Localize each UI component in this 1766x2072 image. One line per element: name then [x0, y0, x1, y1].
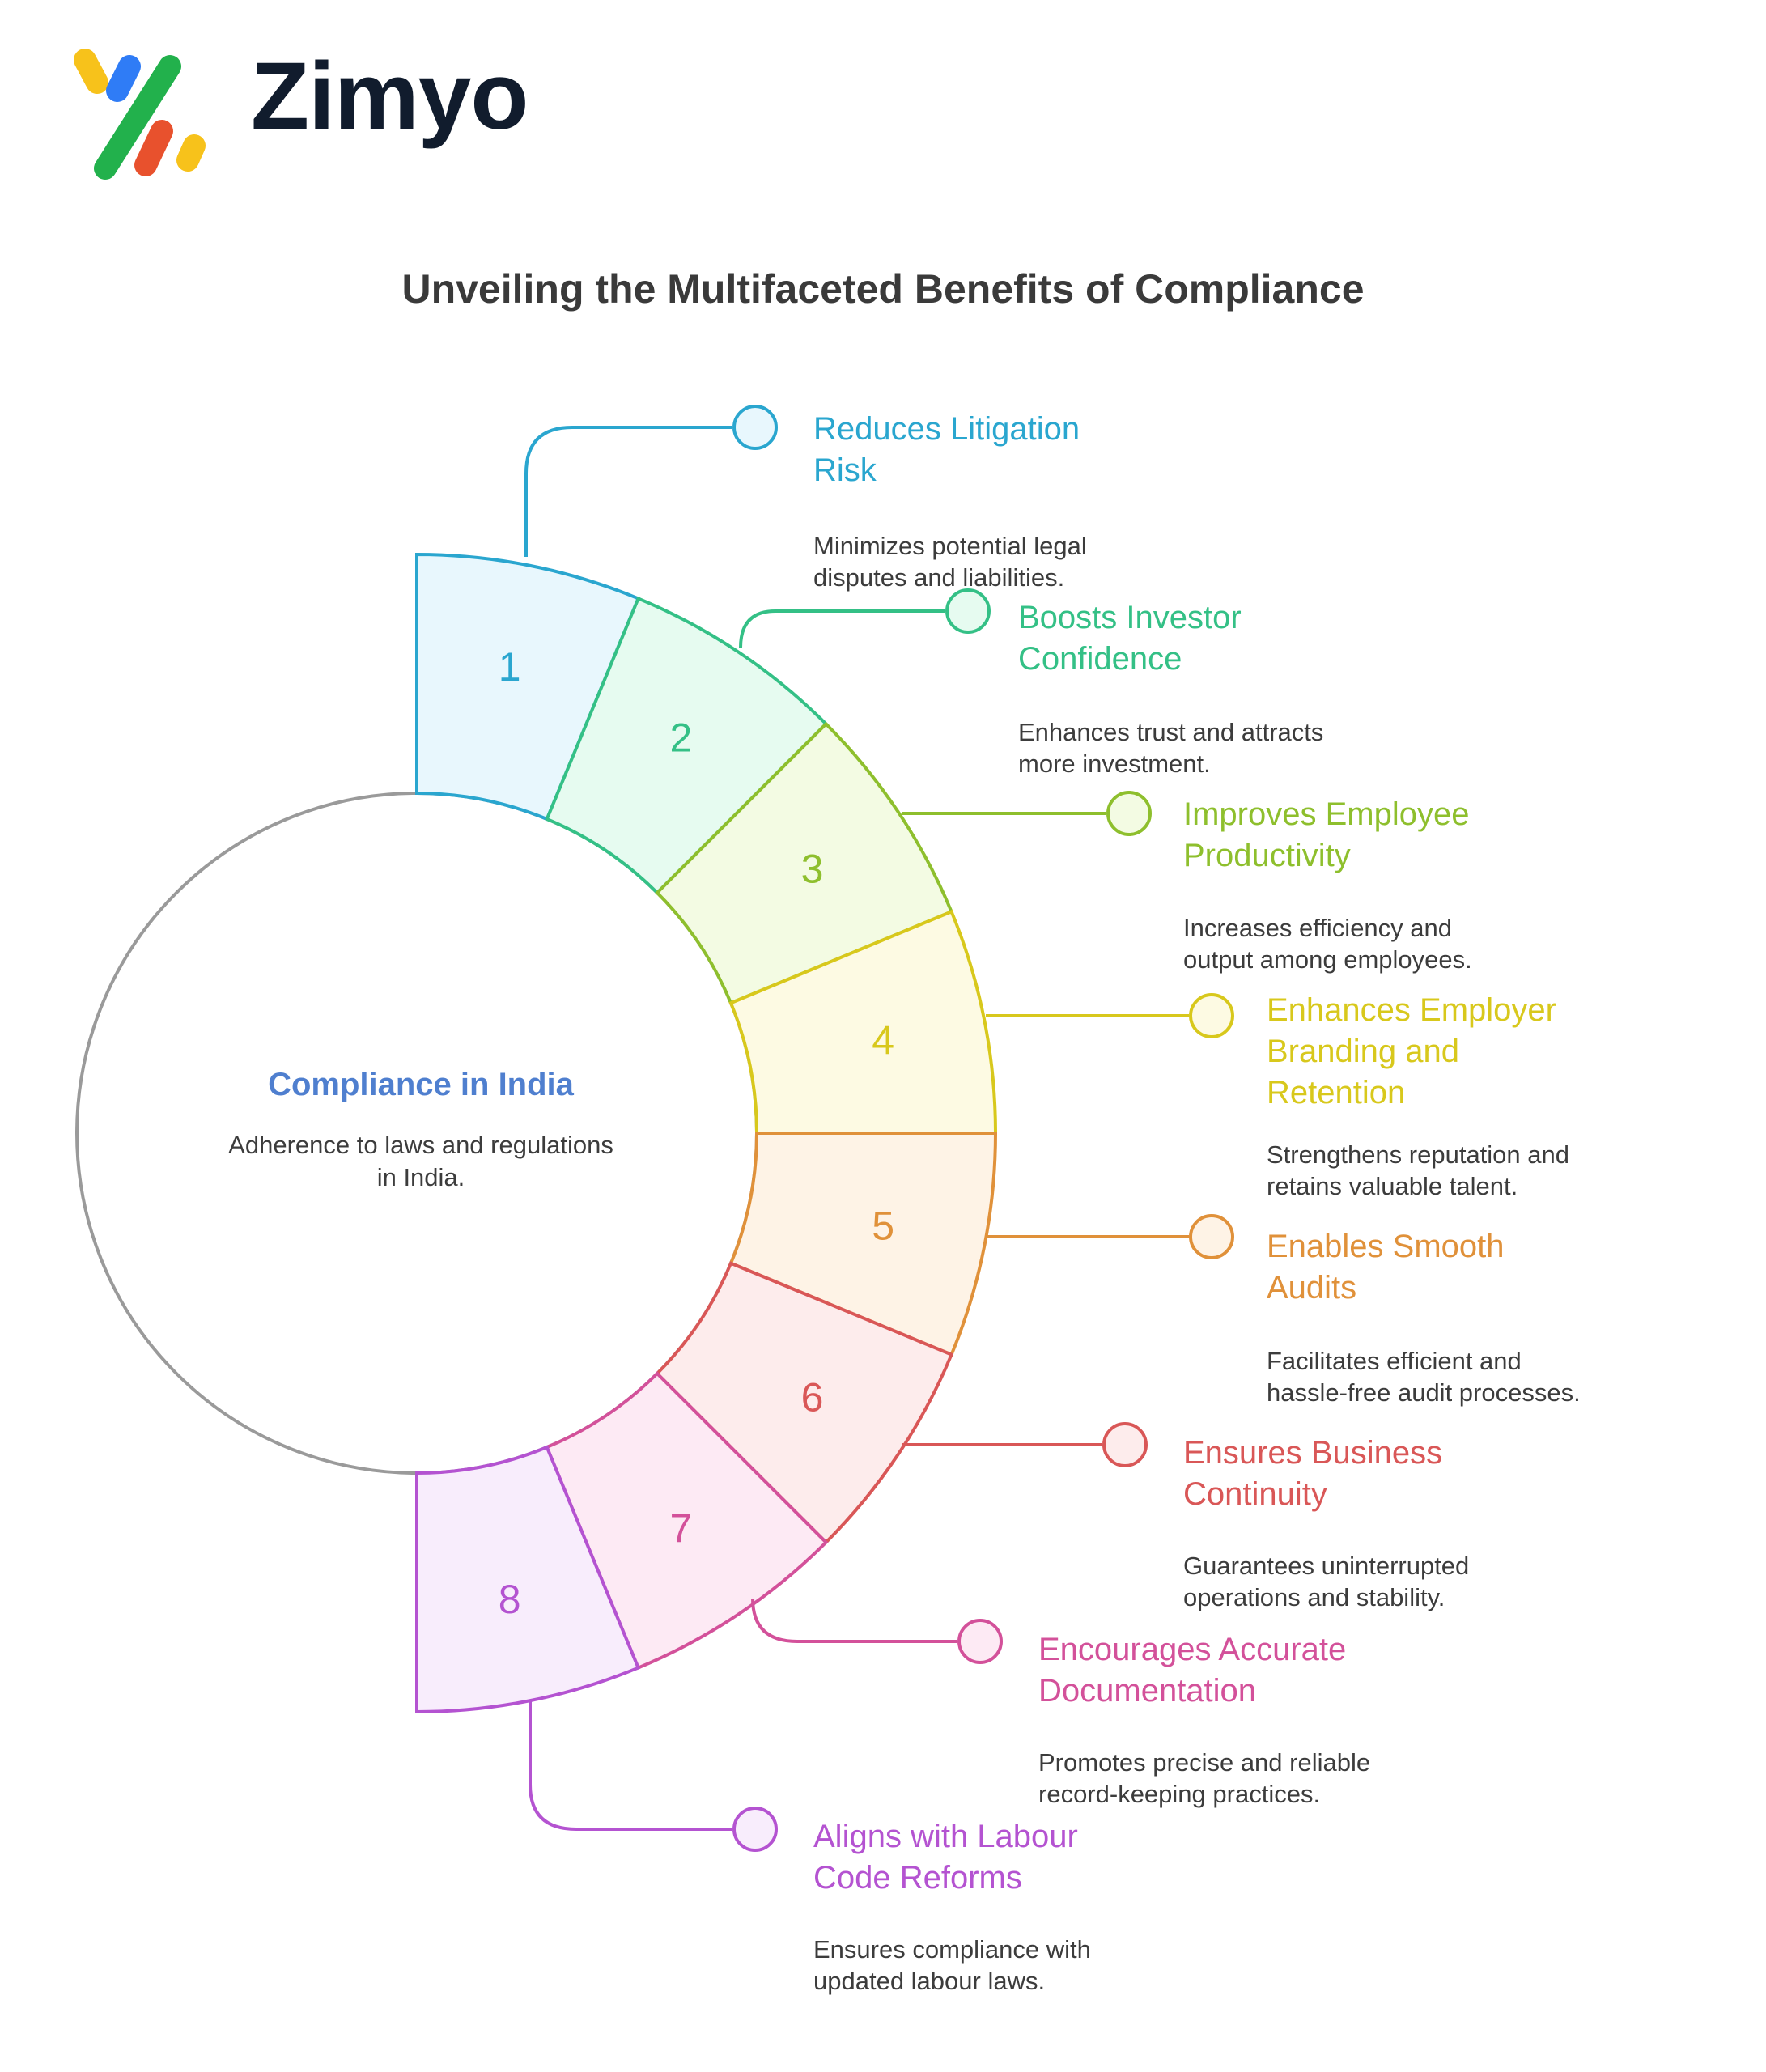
- connector-dot-1: [732, 405, 778, 450]
- connector-1: [524, 426, 732, 557]
- segment-number-7: 7: [669, 1505, 692, 1551]
- benefit-description-2: Enhances trust and attracts more investm…: [1018, 718, 1324, 778]
- benefit-title-5: Enables Smooth Audits: [1267, 1229, 1505, 1306]
- segment-number-4: 4: [872, 1017, 894, 1063]
- logo-stroke-1: [74, 49, 108, 94]
- segment-3: [655, 721, 954, 1005]
- zimyo-logo-icon: [74, 49, 206, 180]
- segment-4: [728, 909, 998, 1135]
- segment-1: [415, 552, 641, 822]
- segment-number-1: 1: [499, 644, 521, 690]
- segment-number-6: 6: [801, 1374, 824, 1420]
- benefit-description-5: Facilitates efficient and hassle-free au…: [1267, 1347, 1581, 1407]
- benefit-title-1: Reduces Litigation Risk: [813, 411, 1080, 488]
- benefit-description-4: Strengthens reputation and retains valua…: [1267, 1140, 1569, 1200]
- connector-7: [751, 1598, 957, 1643]
- segment-6: [655, 1261, 954, 1545]
- center-title: Compliance in India: [268, 1067, 574, 1102]
- segment-number-3: 3: [801, 847, 824, 892]
- connector-dot-5: [1189, 1214, 1234, 1259]
- benefit-title-7: Encourages Accurate Documentation: [1038, 1632, 1347, 1709]
- logo-stroke-4: [134, 120, 173, 176]
- connector-dot-8: [732, 1807, 778, 1852]
- benefit-description-7: Promotes precise and reliable record-kee…: [1038, 1748, 1371, 1808]
- logo-stroke-2: [106, 55, 141, 102]
- brand-name: Zimyo: [251, 43, 529, 150]
- page-title: Unveiling the Multifaceted Benefits of C…: [401, 266, 1365, 312]
- connector-dot-7: [957, 1619, 1003, 1664]
- benefit-title-4: Enhances Employer Branding and Retention: [1267, 992, 1556, 1110]
- segment-number-5: 5: [872, 1204, 894, 1249]
- connector-dot-2: [945, 588, 991, 634]
- benefit-description-6: Guarantees uninterrupted operations and …: [1183, 1552, 1470, 1611]
- logo-stroke-3: [94, 55, 181, 180]
- benefit-title-3: Improves Employee Productivity: [1183, 796, 1470, 873]
- segment-8: [415, 1445, 641, 1714]
- logo-stroke-5: [176, 134, 206, 172]
- benefit-title-6: Ensures Business Continuity: [1183, 1435, 1443, 1512]
- benefit-title-8: Aligns with Labour Code Reforms: [813, 1819, 1078, 1896]
- segment-7: [545, 1371, 829, 1671]
- center-description: Adherence to laws and regulations in Ind…: [228, 1131, 613, 1192]
- benefit-title-2: Boosts Investor Confidence: [1018, 600, 1242, 677]
- connector-dot-4: [1189, 993, 1234, 1038]
- benefit-description-1: Minimizes potential legal disputes and l…: [813, 532, 1087, 592]
- segment-5: [728, 1132, 998, 1357]
- segment-number-2: 2: [669, 715, 692, 761]
- connector-8: [529, 1700, 732, 1831]
- segment-number-8: 8: [499, 1577, 521, 1622]
- segment-2: [545, 596, 829, 895]
- connector-dot-3: [1106, 791, 1152, 836]
- benefit-description-8: Ensures compliance with updated labour l…: [813, 1935, 1091, 1995]
- benefit-description-3: Increases efficiency and output among em…: [1183, 914, 1472, 974]
- connector-dot-6: [1102, 1422, 1148, 1467]
- connector-2: [739, 609, 945, 648]
